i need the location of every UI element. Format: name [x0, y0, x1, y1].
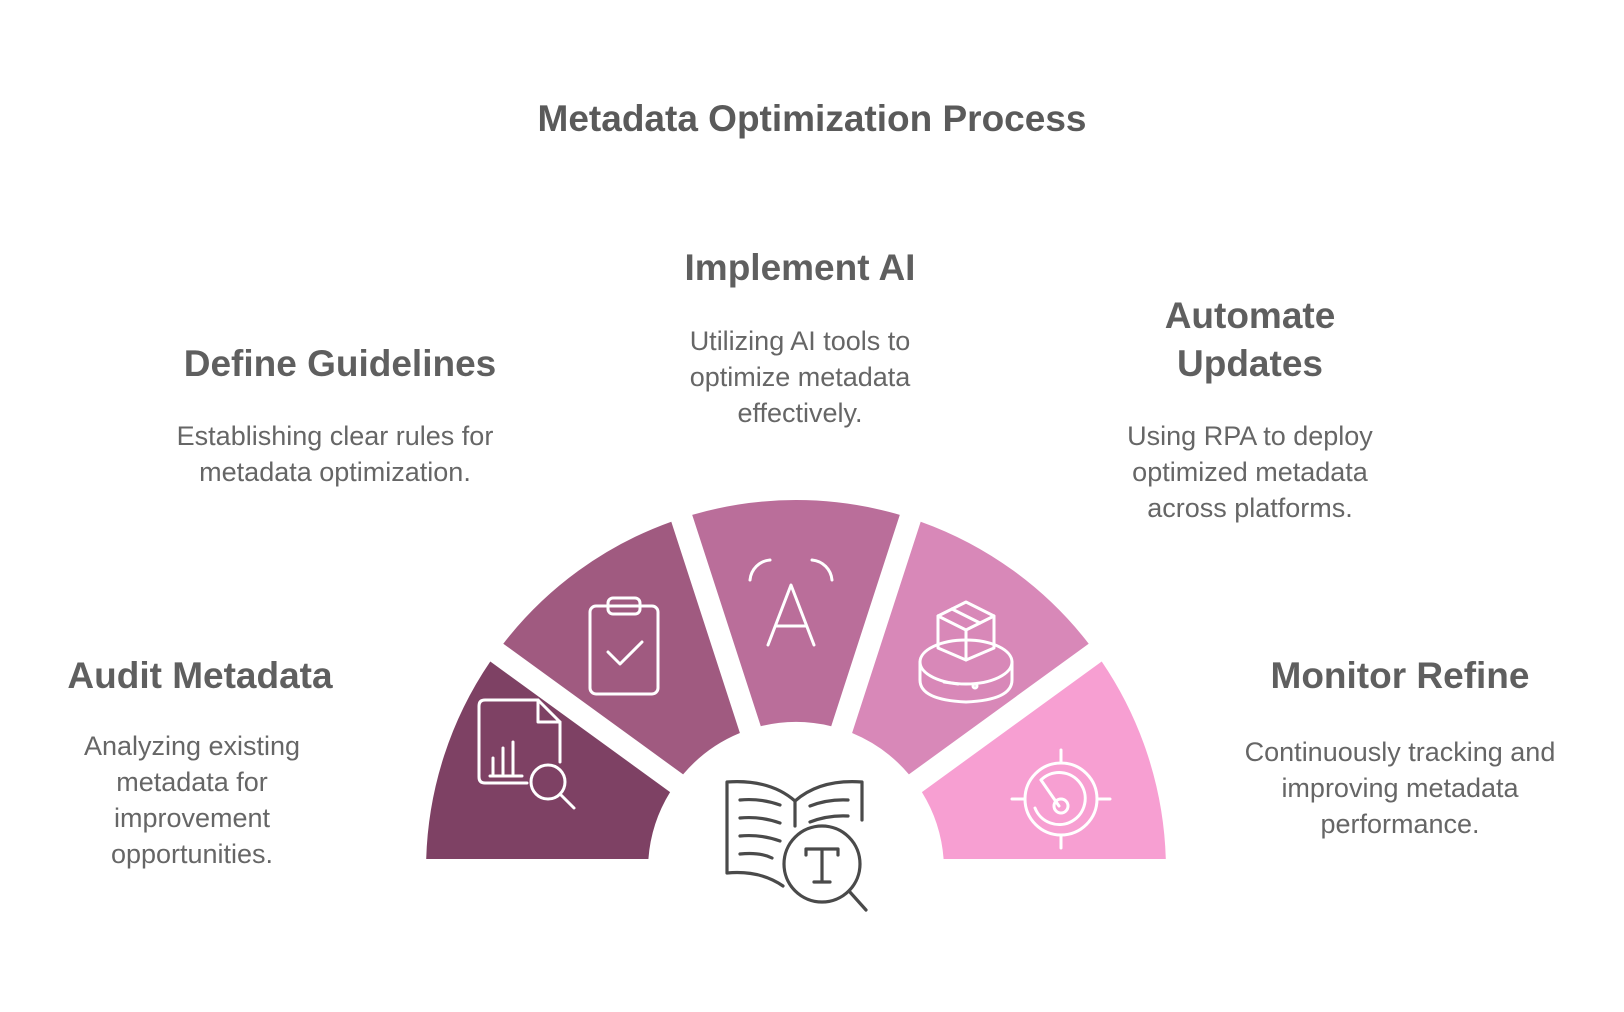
book-text-search-icon — [725, 780, 868, 912]
stage-title-automate: Automate Updates — [1164, 295, 1336, 384]
stage-desc-audit: Analyzing existing metadata for improvem… — [83, 731, 301, 869]
segment-audit — [426, 661, 671, 859]
segment-ai — [692, 500, 900, 727]
segment-monitor — [921, 661, 1166, 859]
segment-automate — [852, 521, 1089, 775]
stage-title-ai: Implement AI — [684, 247, 916, 288]
stage-desc-monitor: Continuously tracking and improving meta… — [1244, 737, 1556, 839]
document-chart-search-icon — [477, 698, 576, 810]
stage-desc-ai: Utilizing AI tools to optimize metadata … — [689, 326, 911, 428]
clipboard-check-icon — [588, 596, 660, 696]
segment-guidelines — [503, 521, 740, 775]
stage-title-audit: Audit Metadata — [67, 655, 333, 696]
stage-title-guidelines: Define Guidelines — [183, 343, 497, 384]
stage-desc-guidelines: Establishing clear rules for metadata op… — [176, 421, 494, 487]
stage-title-monitor: Monitor Refine — [1270, 655, 1530, 696]
robot-package-icon — [918, 600, 1014, 704]
page-title: Metadata Optimization Process — [537, 98, 1087, 139]
stage-desc-automate: Using RPA to deploy optimized metadata a… — [1127, 421, 1373, 523]
ai-letter-icon — [748, 558, 834, 647]
target-gauge-icon — [1010, 748, 1112, 850]
